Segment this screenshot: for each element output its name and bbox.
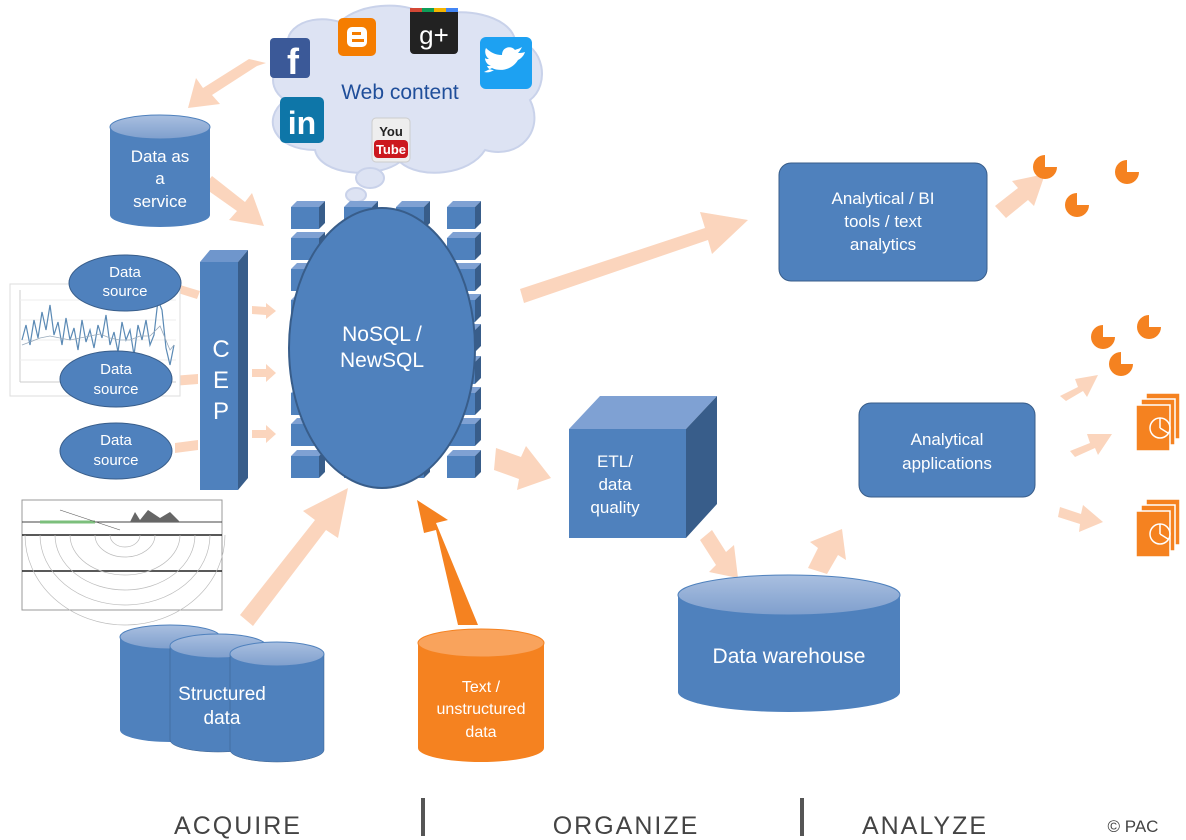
daas-line3: service — [133, 192, 187, 211]
etl-line3: quality — [590, 498, 640, 517]
pie-chart-icons — [1033, 155, 1161, 376]
text-unstructured-data-cylinder: Text / unstructured data — [417, 628, 545, 762]
pie-chart-icon — [1137, 315, 1161, 339]
arrow-structured-to-nosql — [240, 488, 348, 626]
arrow-cep-nosql-1 — [252, 303, 276, 319]
daas-line2: a — [155, 169, 165, 188]
blogger-icon — [338, 18, 376, 56]
flow-arrows — [172, 59, 1112, 626]
arrow-cep-nosql-3 — [252, 425, 276, 443]
etl-line1: ETL/ — [597, 452, 633, 471]
arrow-apps-to-output1 — [1060, 375, 1098, 401]
arrow-cloud-to-daas — [188, 59, 266, 108]
cep-letter-p: P — [213, 398, 229, 425]
pie-chart-icon — [1115, 160, 1139, 184]
analytical-bi-tools-box: Analytical / BI tools / text analytics — [778, 162, 988, 282]
phase-organize: ORGANIZE — [553, 812, 700, 840]
arrow-dw-to-apps — [808, 529, 846, 574]
facebook-icon: f — [270, 38, 310, 82]
data-source-2-line1: Data — [100, 361, 132, 378]
analytical-applications-box: Analytical applications — [858, 402, 1036, 498]
arrow-etl-to-dw — [700, 530, 738, 578]
youtube-bottom-text: Tube — [376, 142, 406, 157]
arrow-cep-nosql-2 — [252, 364, 276, 382]
nosql-line1: NoSQL / — [342, 323, 422, 346]
arrow-bi-to-output — [995, 174, 1045, 218]
node-cube — [447, 450, 481, 478]
youtube-icon: You Tube — [371, 117, 411, 163]
apps-line1: Analytical — [911, 430, 984, 449]
linkedin-text: in — [288, 105, 316, 141]
bi-line3: analytics — [850, 235, 916, 254]
node-cube — [291, 450, 325, 478]
pie-chart-icon — [1091, 325, 1115, 349]
pie-chart-icon — [1109, 352, 1133, 376]
data-warehouse-cylinder: Data warehouse — [677, 574, 901, 712]
arrow-text-to-nosql — [417, 500, 478, 625]
data-source-1: Data source — [68, 254, 182, 312]
google-plus-text: g+ — [419, 20, 449, 50]
phase-acquire: ACQUIRE — [174, 812, 302, 840]
arrow-source1 — [178, 285, 200, 299]
apps-line2: applications — [902, 454, 992, 473]
data-source-2-line2: source — [93, 381, 138, 398]
text-data-line2: unstructured — [437, 701, 526, 718]
node-cube — [291, 201, 325, 229]
phase-labels: ACQUIRE ORGANIZE ANALYZE © PAC — [174, 798, 1158, 840]
bi-line1: Analytical / BI — [832, 189, 935, 208]
web-content-label: Web content — [341, 81, 459, 104]
structured-line2: data — [204, 708, 241, 729]
data-source-3-line2: source — [93, 452, 138, 469]
daas-line1: Data as — [131, 147, 190, 166]
arrow-apps-to-output2 — [1070, 434, 1112, 457]
data-as-a-service-cylinder: Data as a service — [109, 114, 211, 227]
phase-divider — [800, 798, 804, 836]
arrow-apps-to-output3 — [1058, 505, 1103, 532]
data-warehouse-label: Data warehouse — [713, 645, 866, 668]
pie-chart-icon — [1065, 193, 1089, 217]
youtube-top-text: You — [379, 124, 403, 139]
etl-data-quality-cube: ETL/ data quality — [569, 396, 717, 538]
arrow-nosql-to-etl — [494, 446, 551, 490]
nosql-line2: NewSQL — [340, 349, 424, 372]
report-icon-1 — [1135, 392, 1181, 452]
google-plus-icon: g+ — [410, 8, 458, 54]
bi-line2: tools / text — [844, 212, 922, 231]
data-source-1-line2: source — [102, 283, 147, 300]
text-data-line1: Text / — [462, 679, 501, 696]
etl-line2: data — [598, 475, 632, 494]
arrow-source3 — [175, 440, 198, 453]
node-cube — [447, 201, 481, 229]
data-source-1-line1: Data — [109, 264, 141, 281]
structured-data-cylinders: Structured data — [119, 624, 325, 763]
cep-letter-c: C — [212, 336, 229, 363]
twitter-icon — [480, 37, 532, 89]
data-source-2: Data source — [59, 350, 173, 408]
pie-chart-icon — [1033, 155, 1057, 179]
copyright-label: © PAC — [1108, 817, 1159, 836]
linkedin-icon: in — [280, 97, 324, 143]
report-icon-2 — [1135, 498, 1181, 558]
cep-block: C E P — [200, 250, 248, 490]
node-cube — [447, 232, 481, 260]
arrow-daas-to-nosql — [203, 176, 264, 226]
nosql-newsql-store: NoSQL / NewSQL — [288, 207, 476, 489]
data-source-3-line1: Data — [100, 432, 132, 449]
phase-analyze: ANALYZE — [862, 812, 988, 840]
cep-letter-e: E — [213, 367, 229, 394]
seismic-diagram-image — [21, 499, 226, 626]
svg-text:f: f — [287, 41, 300, 82]
data-source-3: Data source — [59, 422, 173, 480]
structured-line1: Structured — [178, 684, 266, 705]
text-data-line3: data — [465, 724, 496, 741]
phase-divider — [421, 798, 425, 836]
arrow-nosql-to-bi — [520, 212, 748, 303]
